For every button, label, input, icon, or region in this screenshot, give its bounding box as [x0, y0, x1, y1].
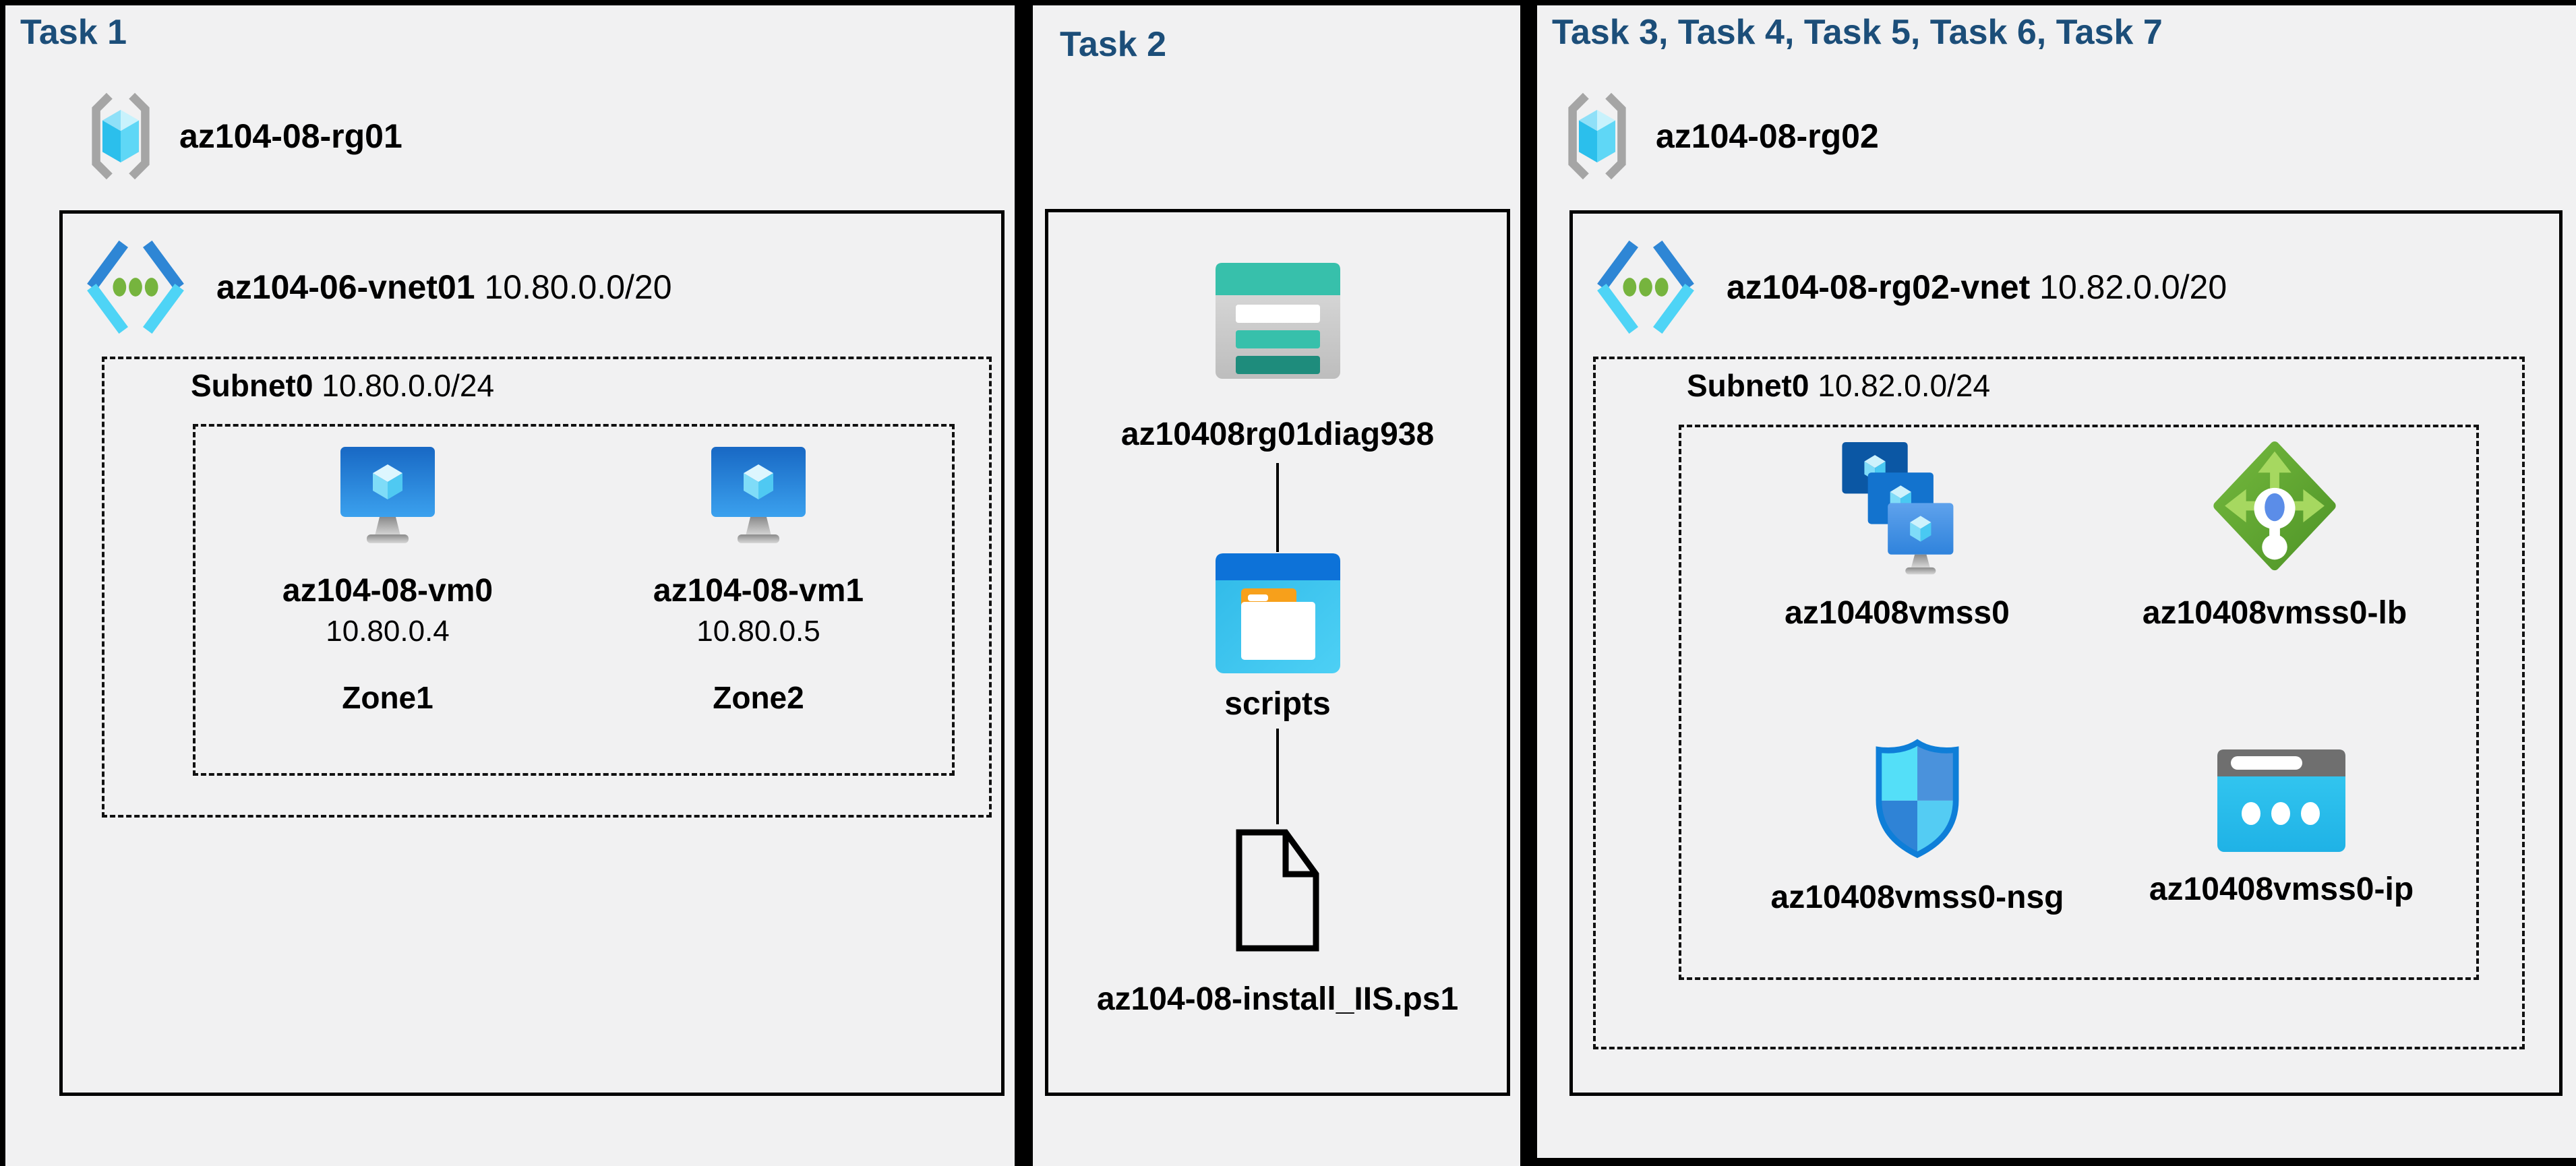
- vm1-cell: az104-08-vm1 10.80.0.5 Zone2: [600, 446, 917, 716]
- vm0-ip: 10.80.0.4: [326, 615, 450, 648]
- script-file-name: az104-08-install_IIS.ps1: [1096, 981, 1459, 1017]
- pip-cell: az10408vmss0-ip: [2126, 749, 2436, 908]
- virtual-network-icon: [1597, 240, 1694, 334]
- lb-cell: az10408vmss0-lb: [2120, 439, 2430, 632]
- container-item: [1048, 553, 1507, 673]
- task3-vnet-header: az104-08-rg02-vnet 10.82.0.0/20: [1592, 237, 2227, 338]
- task1-subnet-name: Subnet0: [191, 368, 313, 403]
- task1-subnet-cidr: 10.80.0.0/24: [322, 368, 495, 403]
- script-file-label-row: az104-08-install_IIS.ps1: [1048, 981, 1507, 1018]
- task1-vnet-header: az104-06-vnet01 10.80.0.0/20: [82, 237, 672, 338]
- task3-subnet-box: Subnet0 10.82.0.0/24: [1593, 357, 2525, 1049]
- panel-task1: Task 1 az104-08-rg01: [5, 5, 1015, 1166]
- connector-line: [1276, 463, 1279, 552]
- vmss-name: az10408vmss0: [1785, 595, 2010, 631]
- task1-vnet-label: az104-06-vnet01 10.80.0.0/20: [216, 268, 672, 307]
- nsg-name: az10408vmss0-nsg: [1770, 880, 2064, 915]
- container-name: scripts: [1224, 686, 1331, 722]
- public-ip-icon: [2217, 749, 2345, 852]
- blob-container-icon: [1215, 553, 1340, 673]
- storage-account-item: [1048, 263, 1507, 379]
- virtual-network-icon: [87, 240, 184, 334]
- task1-vnet-box: az104-06-vnet01 10.80.0.0/20 Subnet0 10.…: [59, 210, 1005, 1096]
- task1-title: Task 1: [20, 13, 127, 52]
- nsg-cell: az10408vmss0-nsg: [1762, 737, 2072, 916]
- storage-account-name: az10408rg01diag938: [1120, 417, 1435, 452]
- task3-subnet-name: Subnet0: [1687, 368, 1809, 403]
- virtual-machine-icon: [340, 447, 435, 543]
- task1-vm-group-box: az104-08-vm0 10.80.0.4 Zone1: [193, 424, 955, 776]
- task2-title: Task 2: [1060, 25, 1167, 64]
- task1-vnet-name: az104-06-vnet01: [216, 268, 475, 306]
- task3-vnet-name: az104-08-rg02-vnet: [1727, 268, 2031, 306]
- vm0-cell: az104-08-vm0 10.80.0.4 Zone1: [229, 446, 546, 716]
- task3-resource-group: az104-08-rg02: [1561, 92, 1879, 181]
- task3-vnet-cidr: 10.82.0.0/20: [2039, 268, 2227, 306]
- container-label-row: scripts: [1048, 685, 1507, 723]
- connector-line: [1276, 729, 1279, 824]
- task3-resource-group-box: az10408vmss0: [1679, 425, 2479, 980]
- task1-resource-group: az104-08-rg01: [85, 92, 402, 181]
- load-balancer-icon: [2213, 441, 2336, 571]
- task3-title: Task 3, Task 4, Task 5, Task 6, Task 7: [1552, 13, 2163, 52]
- vm-scale-set-icon: [1841, 442, 1953, 575]
- vm1-ip: 10.80.0.5: [696, 615, 820, 648]
- network-security-group-icon: [1876, 739, 1959, 859]
- panel-task2: Task 2 az10408rg01diag938: [1033, 5, 1520, 1166]
- vmss-cell: az10408vmss0: [1742, 442, 2052, 632]
- vm1-zone: Zone2: [713, 680, 804, 715]
- resource-group-icon: [1568, 92, 1626, 180]
- task1-subnet-label: Subnet0 10.80.0.0/24: [191, 367, 494, 404]
- task3-subnet-label: Subnet0 10.82.0.0/24: [1687, 367, 1990, 404]
- task3-rg-name: az104-08-rg02: [1656, 117, 1879, 155]
- task2-storage-box: az10408rg01diag938 scripts: [1045, 209, 1510, 1096]
- vm0-zone: Zone1: [342, 680, 433, 715]
- vm0-name: az104-08-vm0: [282, 573, 493, 609]
- vm1-name: az104-08-vm1: [653, 573, 864, 609]
- task1-rg-name: az104-08-rg01: [179, 117, 402, 155]
- file-icon: [1236, 829, 1319, 952]
- panel-task3: Task 3, Task 4, Task 5, Task 6, Task 7 a…: [1537, 5, 2576, 1158]
- task3-vnet-box: az104-08-rg02-vnet 10.82.0.0/20 Subnet0 …: [1569, 210, 2563, 1096]
- task3-vnet-label: az104-08-rg02-vnet 10.82.0.0/20: [1727, 268, 2227, 307]
- lb-name: az10408vmss0-lb: [2142, 595, 2407, 631]
- storage-account-label-row: az10408rg01diag938: [1048, 416, 1507, 453]
- virtual-machine-icon: [711, 447, 806, 543]
- resource-group-icon: [92, 92, 150, 180]
- script-file-item: [1048, 828, 1507, 952]
- task1-subnet-box: Subnet0 10.80.0.0/24: [102, 357, 992, 818]
- task3-subnet-cidr: 10.82.0.0/24: [1818, 368, 1991, 403]
- pip-name: az10408vmss0-ip: [2149, 871, 2414, 907]
- task1-vnet-cidr: 10.80.0.0/20: [484, 268, 672, 306]
- storage-account-icon: [1215, 263, 1340, 379]
